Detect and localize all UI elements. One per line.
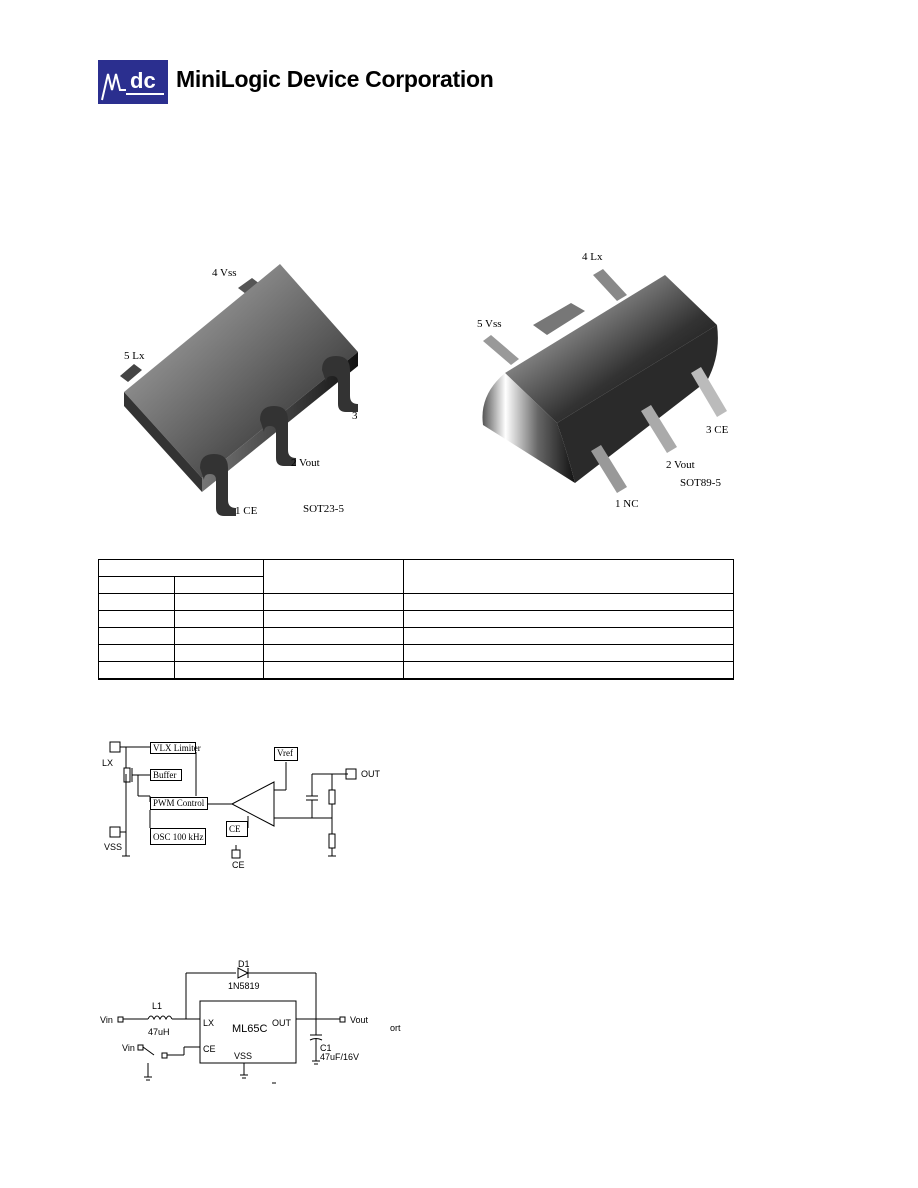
table-cell: [174, 644, 264, 662]
table-cell: [263, 593, 404, 611]
pin-table: [98, 559, 734, 680]
ac-cap-value: 47uF/16V: [320, 1052, 360, 1062]
ac-pin-out: OUT: [272, 1018, 291, 1028]
application-circuit: D1 1N5819 L1 47uH Vin Vin ML65C LX OUT C…: [98, 955, 420, 1088]
sot89-pin1-label: 1 NC: [615, 498, 639, 510]
bd-pwm-control: PWM Control: [150, 797, 208, 810]
sot89-pin2-label: 2 Vout: [666, 459, 695, 471]
ac-l1-label: L1: [152, 1001, 163, 1011]
table-row: [98, 610, 734, 628]
table-cell: [263, 644, 404, 662]
sot23-pin3-label: 3: [352, 410, 358, 422]
ac-c1-label: C1: [320, 1043, 332, 1053]
svg-text:dc: dc: [130, 68, 156, 93]
bd-out-label: OUT: [361, 769, 380, 779]
table-cell: [98, 593, 175, 611]
ac-inductor-value: 47uH: [148, 1027, 170, 1037]
table-cell: [403, 559, 734, 594]
table-cell: [174, 661, 264, 680]
table-cell: [174, 593, 264, 611]
table-cell: [403, 627, 734, 645]
sot89-pin3-label: 3 CE: [706, 424, 729, 436]
ac-vout-label: Vout: [350, 1015, 369, 1025]
company-logo: dc: [98, 60, 168, 104]
bd-vlx-limiter: VLX Limiter: [150, 742, 201, 754]
ac-pin-vss: VSS: [234, 1051, 253, 1061]
sot23-pin1-label: 1 CE: [235, 505, 258, 517]
table-cell: [403, 593, 734, 611]
table-cell: [98, 627, 175, 645]
table-row: [98, 559, 734, 594]
table-row: [98, 627, 734, 645]
table-cell: [98, 559, 264, 577]
bd-vref: Vref: [274, 747, 298, 761]
table-cell: [403, 644, 734, 662]
sot89-pin5-label: 5 Vss: [477, 318, 502, 330]
table-cell: [263, 610, 404, 628]
bd-ce-pin-label: CE: [232, 860, 245, 870]
bd-buffer: Buffer: [150, 769, 182, 781]
table-cell: [98, 610, 175, 628]
table-cell: [263, 627, 404, 645]
table-row: [98, 661, 734, 680]
table-cell: [98, 661, 175, 680]
table-row: [98, 644, 734, 662]
ac-vin-label-2: Vin: [122, 1043, 135, 1053]
table-cell: [263, 661, 404, 680]
ac-note: ort: [390, 1023, 401, 1033]
bd-ce-block: CE: [226, 821, 248, 837]
ac-vin-label-1: Vin: [100, 1015, 113, 1025]
table-cell: [174, 627, 264, 645]
sot89-package-image: [482, 269, 727, 493]
sot23-pin4-label: 4 Vss: [212, 267, 237, 279]
ac-d1-label: D1: [238, 959, 250, 969]
table-cell: [98, 644, 175, 662]
table-cell: [403, 661, 734, 680]
sot23-package-name: SOT23-5: [303, 503, 344, 515]
table-cell: [98, 576, 175, 594]
ac-chip-name: ML65C: [232, 1023, 268, 1035]
table-cell: [403, 610, 734, 628]
company-name: MiniLogic Device Corporation: [176, 66, 494, 92]
table-cell: [174, 610, 264, 628]
bd-osc: OSC 100 kHz: [150, 828, 206, 845]
sot89-package-name: SOT89-5: [680, 477, 721, 489]
table-cell: [174, 576, 264, 594]
sot89-pin4-label: 4 Lx: [582, 251, 603, 263]
sot23-pin2-label: 2 Vout: [291, 457, 320, 469]
block-diagram: LX VSS VLX Limiter Buffer PWM Control OS…: [98, 738, 388, 874]
ac-pin-lx: LX: [203, 1018, 215, 1028]
ac-diode-part: 1N5819: [228, 981, 260, 991]
table-cell: [263, 559, 404, 594]
table-row: [98, 593, 734, 611]
bd-vss-label: VSS: [104, 842, 123, 852]
bd-lx-label: LX: [102, 758, 114, 768]
ac-pin-ce: CE: [203, 1044, 216, 1054]
sot23-package-image: [120, 264, 358, 516]
sot23-pin5-label: 5 Lx: [124, 350, 145, 362]
